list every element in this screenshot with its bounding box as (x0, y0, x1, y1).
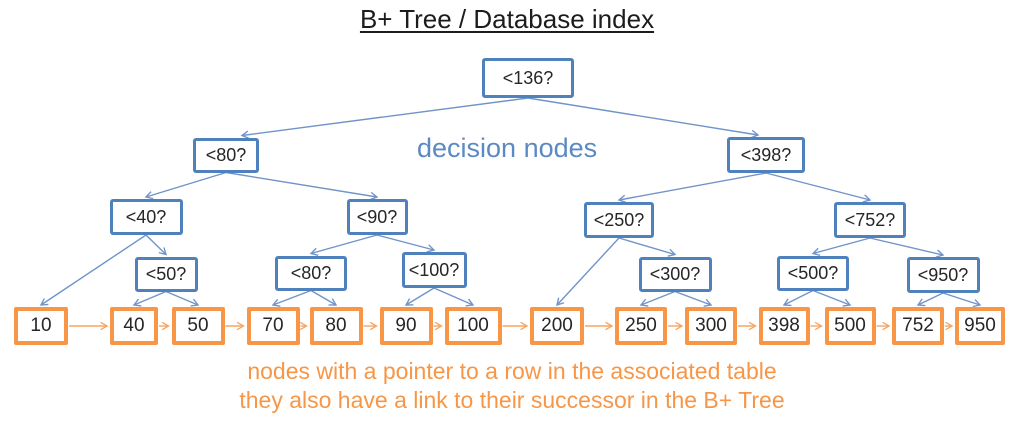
tree-edge (812, 289, 852, 307)
tree-edge (271, 289, 312, 307)
decision-node-80: <80? (193, 137, 259, 173)
tree-edge (639, 290, 676, 307)
tree-edge (240, 97, 529, 139)
decision-node-100: <100? (401, 252, 467, 288)
tree-edge (310, 289, 338, 306)
decision-node-300: <300? (638, 256, 712, 292)
tree-edge (916, 292, 944, 307)
tree-edge (309, 234, 378, 256)
tree-edge (39, 234, 147, 306)
tree-edge (527, 97, 760, 139)
tree-edge (782, 289, 814, 307)
leaf-node-752: 752 (892, 307, 944, 345)
leaf-node-500: 500 (824, 307, 876, 345)
decision-node-398: <398? (727, 137, 805, 173)
tree-edge (144, 171, 227, 200)
leaf-node-90: 90 (379, 307, 433, 345)
decision-node-500: <500? (777, 255, 849, 291)
tree-edge (404, 287, 435, 306)
tree-edge (556, 237, 620, 307)
decision-node-752: <752? (834, 202, 906, 238)
tree-edge (433, 287, 475, 307)
decision-node-136: <136? (482, 58, 574, 98)
leaf-node-50: 50 (171, 307, 225, 345)
tree-edge (132, 290, 167, 307)
tree-edge (811, 237, 871, 257)
tree-edge (869, 237, 945, 258)
decision-node-250: <250? (584, 202, 654, 238)
leaf-node-950: 950 (955, 307, 1005, 345)
leaf-node-200: 200 (530, 307, 584, 345)
decision-node-50: <50? (134, 256, 198, 292)
tree-edge (942, 292, 982, 308)
tree-edge (376, 234, 436, 253)
leaf-node-398: 398 (758, 307, 810, 345)
decision-node-90: <90? (346, 199, 408, 235)
tree-edge (145, 234, 167, 256)
diagram-title: B+ Tree / Database index (359, 4, 655, 34)
decision-nodes-label: decision nodes (417, 133, 598, 163)
decision-node-40: <40? (109, 199, 183, 235)
leaf-note-line1: nodes with a pointer to a row in the ass… (247, 358, 777, 384)
tree-edge (674, 290, 713, 307)
tree-edge (618, 237, 677, 257)
leaf-node-10: 10 (14, 307, 68, 345)
decision-node-950: <950? (906, 257, 980, 293)
leaf-node-70: 70 (246, 307, 300, 345)
leaf-node-100: 100 (444, 307, 502, 345)
decision-node-80b: <80? (275, 255, 347, 291)
leaf-node-300: 300 (685, 307, 737, 345)
leaf-node-40: 40 (110, 307, 158, 345)
tree-edge (617, 172, 767, 204)
leaf-note-line2: they also have a link to their successor… (239, 387, 785, 413)
leaf-node-80: 80 (309, 307, 363, 345)
tree-edge (225, 171, 379, 201)
leaf-node-250: 250 (615, 307, 667, 345)
tree-edge (165, 290, 200, 307)
tree-edge (765, 172, 872, 203)
